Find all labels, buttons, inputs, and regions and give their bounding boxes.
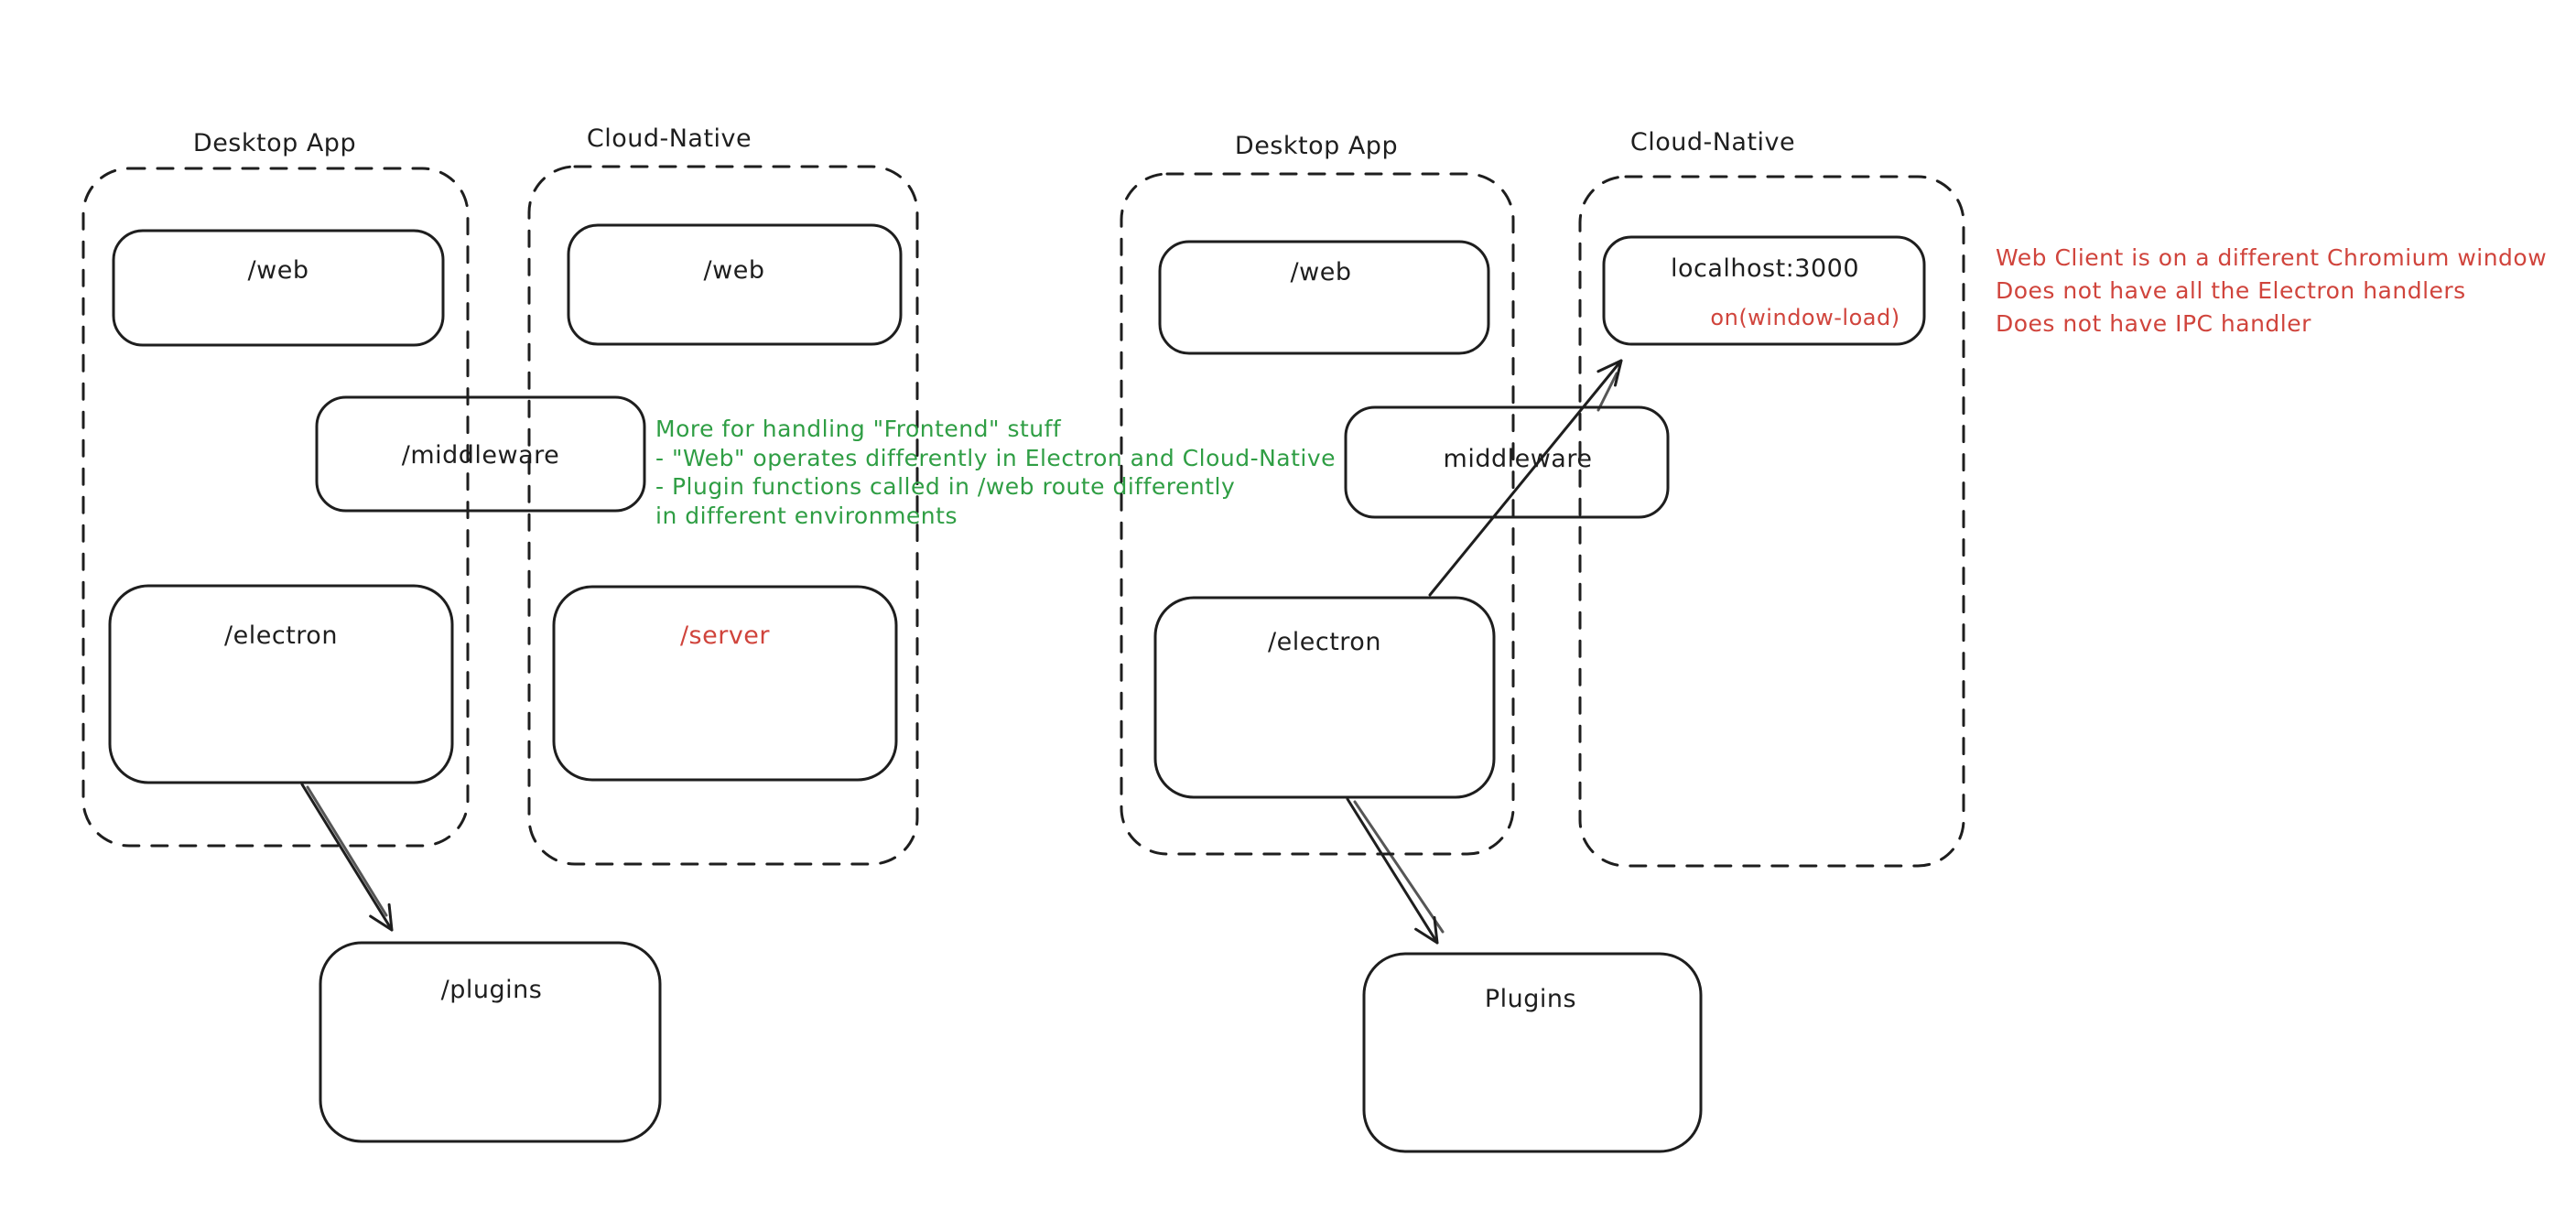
green-note-line-4: in different environments bbox=[655, 503, 958, 529]
on-window-load-label: on(window-load) bbox=[1710, 305, 1900, 330]
right-electron-to-localhost-arrow bbox=[1428, 359, 1623, 597]
right-electron-to-localhost-arrow-sketchline bbox=[1596, 372, 1618, 412]
left-electron-to-plugins-arrow-sketchline bbox=[306, 785, 388, 917]
left-cloud-native-container bbox=[527, 165, 919, 866]
red-note: Web Client is on a different Chromium wi… bbox=[1996, 244, 2547, 337]
right-electron-to-plugins-arrow-sketchline bbox=[1353, 800, 1445, 934]
right-middleware-label: middleware bbox=[1444, 445, 1593, 473]
red-note-line-3: Does not have IPC handler bbox=[1996, 310, 2311, 337]
left-desktop-app-label: Desktop App bbox=[193, 129, 356, 157]
left-middleware-box bbox=[315, 395, 646, 513]
right-plugins-box bbox=[1362, 952, 1703, 1153]
right-plugins-label: Plugins bbox=[1485, 985, 1576, 1013]
right-electron-to-plugins-arrow bbox=[1346, 797, 1439, 945]
right-electron-box bbox=[1153, 596, 1496, 799]
right-middleware-box bbox=[1344, 405, 1670, 519]
green-note-line-1: More for handling "Frontend" stuff bbox=[655, 416, 1062, 442]
left-web-desktop-label: /web bbox=[248, 256, 309, 285]
left-server-box bbox=[552, 585, 898, 782]
left-plugins-label: /plugins bbox=[441, 976, 543, 1004]
right-cloud-native-container bbox=[1578, 175, 1965, 868]
red-note-line-2: Does not have all the Electron handlers bbox=[1996, 277, 2466, 304]
right-desktop-app-container bbox=[1120, 172, 1515, 856]
left-web-desktop-box bbox=[112, 229, 445, 347]
left-web-cloud-box bbox=[567, 223, 903, 346]
left-electron-to-plugins-arrow bbox=[300, 783, 394, 932]
left-web-cloud-label: /web bbox=[704, 256, 765, 285]
right-web-label: /web bbox=[1291, 258, 1352, 286]
right-electron-label: /electron bbox=[1268, 628, 1381, 656]
green-note-line-2: - "Web" operates differently in Electron… bbox=[655, 445, 1336, 471]
right-web-box bbox=[1158, 240, 1490, 355]
green-note-line-3: - Plugin functions called in /web route … bbox=[655, 473, 1235, 500]
localhost-3000-label: localhost:3000 bbox=[1671, 254, 1859, 283]
left-plugins-box bbox=[319, 941, 662, 1143]
right-desktop-app-label: Desktop App bbox=[1235, 132, 1398, 160]
red-note-line-1: Web Client is on a different Chromium wi… bbox=[1996, 244, 2547, 271]
left-server-label: /server bbox=[680, 621, 770, 650]
left-cloud-native-label: Cloud-Native bbox=[587, 124, 752, 153]
right-cloud-native-label: Cloud-Native bbox=[1630, 128, 1795, 157]
left-electron-label: /electron bbox=[224, 621, 338, 650]
localhost-3000-box bbox=[1602, 235, 1926, 346]
left-desktop-app-container bbox=[81, 167, 470, 848]
left-middleware-label: /middleware bbox=[402, 441, 560, 470]
left-electron-box bbox=[108, 584, 454, 784]
green-note: More for handling "Frontend" stuff - "We… bbox=[655, 416, 1336, 529]
